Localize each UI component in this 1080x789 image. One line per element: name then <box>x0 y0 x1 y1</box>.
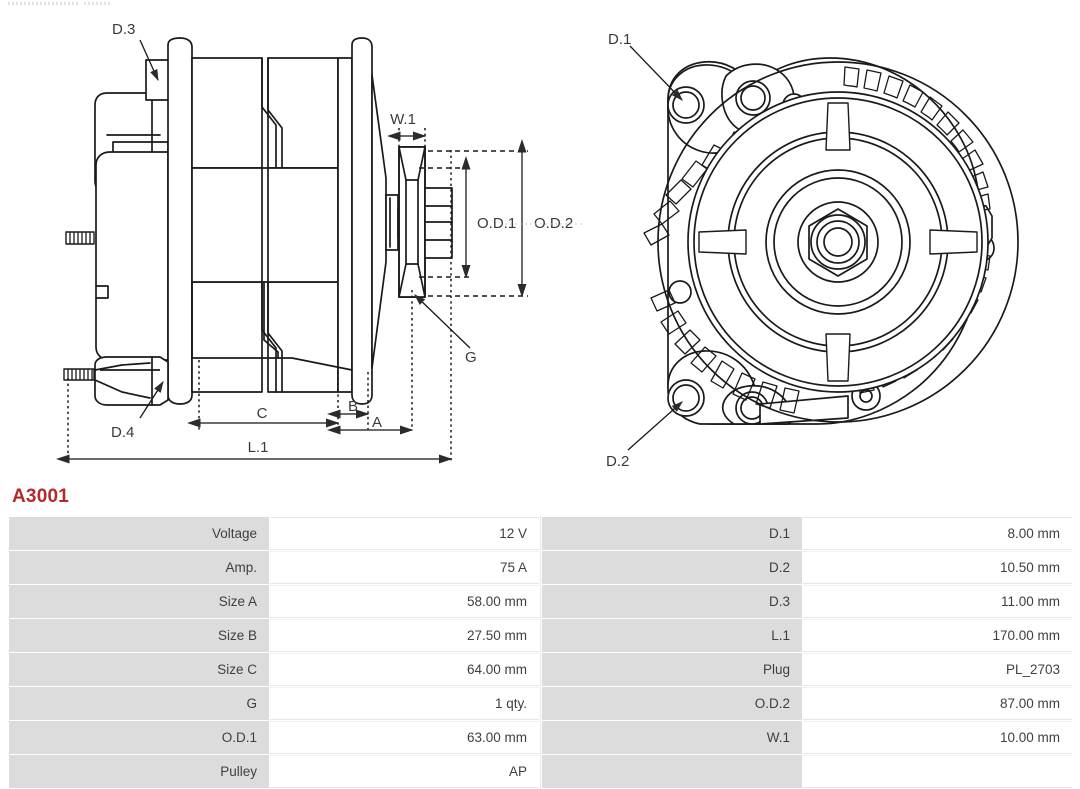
top-artifact-strip-2 <box>84 2 110 5</box>
table-row: G 1 qty. <box>9 687 539 720</box>
dim-label-b: B <box>348 398 358 415</box>
cooling-vents-lower <box>650 289 800 414</box>
table-row: Plug PL_2703 <box>542 653 1072 686</box>
spec-value: 87.00 mm <box>803 687 1072 720</box>
dim-label-od1: O.D.1 <box>477 215 516 232</box>
spec-value: 27.50 mm <box>270 619 539 652</box>
spec-label: Size B <box>9 619 269 652</box>
spec-value: 64.00 mm <box>270 653 539 686</box>
table-row: Amp. 75 A <box>9 551 539 584</box>
dim-label-d4: D.4 <box>111 424 134 441</box>
table-row: Size A 58.00 mm <box>9 585 539 618</box>
pulley <box>398 146 426 298</box>
spec-table-right: D.1 8.00 mm D.2 10.50 mm D.3 11.00 mm L.… <box>541 516 1073 789</box>
spec-label: D.1 <box>542 517 802 550</box>
spec-label: O.D.2 <box>542 687 802 720</box>
spec-label: Voltage <box>9 517 269 550</box>
spec-value: 12 V <box>270 517 539 550</box>
spec-label: Plug <box>542 653 802 686</box>
dim-label-d1: D.1 <box>608 31 631 48</box>
spec-table-left-wrap: Voltage 12 V Amp. 75 A Size A 58.00 mm S… <box>8 516 541 789</box>
table-row <box>542 755 1072 788</box>
spec-table-left: Voltage 12 V Amp. 75 A Size A 58.00 mm S… <box>8 516 540 789</box>
spec-value: 170.00 mm <box>803 619 1072 652</box>
fan-spokes <box>698 102 978 382</box>
spec-value: 58.00 mm <box>270 585 539 618</box>
side-view-group: W.1 O.D.1 O.D.2 G D.3 <box>56 21 585 464</box>
part-code-title: A3001 <box>12 486 69 507</box>
spec-value: 63.00 mm <box>270 721 539 754</box>
spec-label: D.2 <box>542 551 802 584</box>
spec-tables: Voltage 12 V Amp. 75 A Size A 58.00 mm S… <box>8 516 1072 789</box>
spec-value: AP <box>270 755 539 788</box>
technical-drawing: .ln { fill:none; stroke:#1a1a1a; stroke-… <box>56 21 1019 470</box>
spec-label: D.3 <box>542 585 802 618</box>
spec-table-right-wrap: D.1 8.00 mm D.2 10.50 mm D.3 11.00 mm L.… <box>541 516 1073 789</box>
spec-value: 11.00 mm <box>803 585 1072 618</box>
spec-label: Size C <box>9 653 269 686</box>
spec-value: 10.00 mm <box>803 721 1072 754</box>
fan-spacer-stack <box>424 187 453 259</box>
spec-label: Amp. <box>9 551 269 584</box>
table-row: Voltage 12 V <box>9 517 539 550</box>
table-row: L.1 170.00 mm <box>542 619 1072 652</box>
spec-value-empty <box>803 755 1072 788</box>
table-row: W.1 10.00 mm <box>542 721 1072 754</box>
table-row: O.D.2 87.00 mm <box>542 687 1072 720</box>
table-row: Size C 64.00 mm <box>9 653 539 686</box>
dim-label-a: A <box>372 414 382 431</box>
spec-label: W.1 <box>542 721 802 754</box>
top-artifact-strip <box>8 2 78 5</box>
spec-value: 1 qty. <box>270 687 539 720</box>
table-row: Size B 27.50 mm <box>9 619 539 652</box>
dim-label-d3: D.3 <box>112 21 135 38</box>
dim-label-d2: D.2 <box>606 453 629 470</box>
spec-label: Pulley <box>9 755 269 788</box>
spec-value: 10.50 mm <box>803 551 1072 584</box>
table-row: O.D.1 63.00 mm <box>9 721 539 754</box>
table-row: Pulley AP <box>9 755 539 788</box>
table-row: D.2 10.50 mm <box>542 551 1072 584</box>
spec-value: 8.00 mm <box>803 517 1072 550</box>
spec-label: Size A <box>9 585 269 618</box>
dim-label-od2: O.D.2 <box>534 215 573 232</box>
spec-value: PL_2703 <box>803 653 1072 686</box>
dim-label-l1: L.1 <box>248 439 269 456</box>
spec-label: G <box>9 687 269 720</box>
dim-label-c: C <box>257 405 268 422</box>
front-view-group: D.1 D.2 <box>606 31 1019 470</box>
spec-label: L.1 <box>542 619 802 652</box>
spec-label: O.D.1 <box>9 721 269 754</box>
terminal-stud-lower <box>63 368 95 381</box>
table-row: D.3 11.00 mm <box>542 585 1072 618</box>
terminal-stud-upper <box>65 231 95 245</box>
spec-label-empty <box>542 755 802 788</box>
spec-value: 75 A <box>270 551 539 584</box>
table-row: D.1 8.00 mm <box>542 517 1072 550</box>
dim-label-w1: W.1 <box>390 111 416 128</box>
dim-label-g: G <box>465 349 477 366</box>
